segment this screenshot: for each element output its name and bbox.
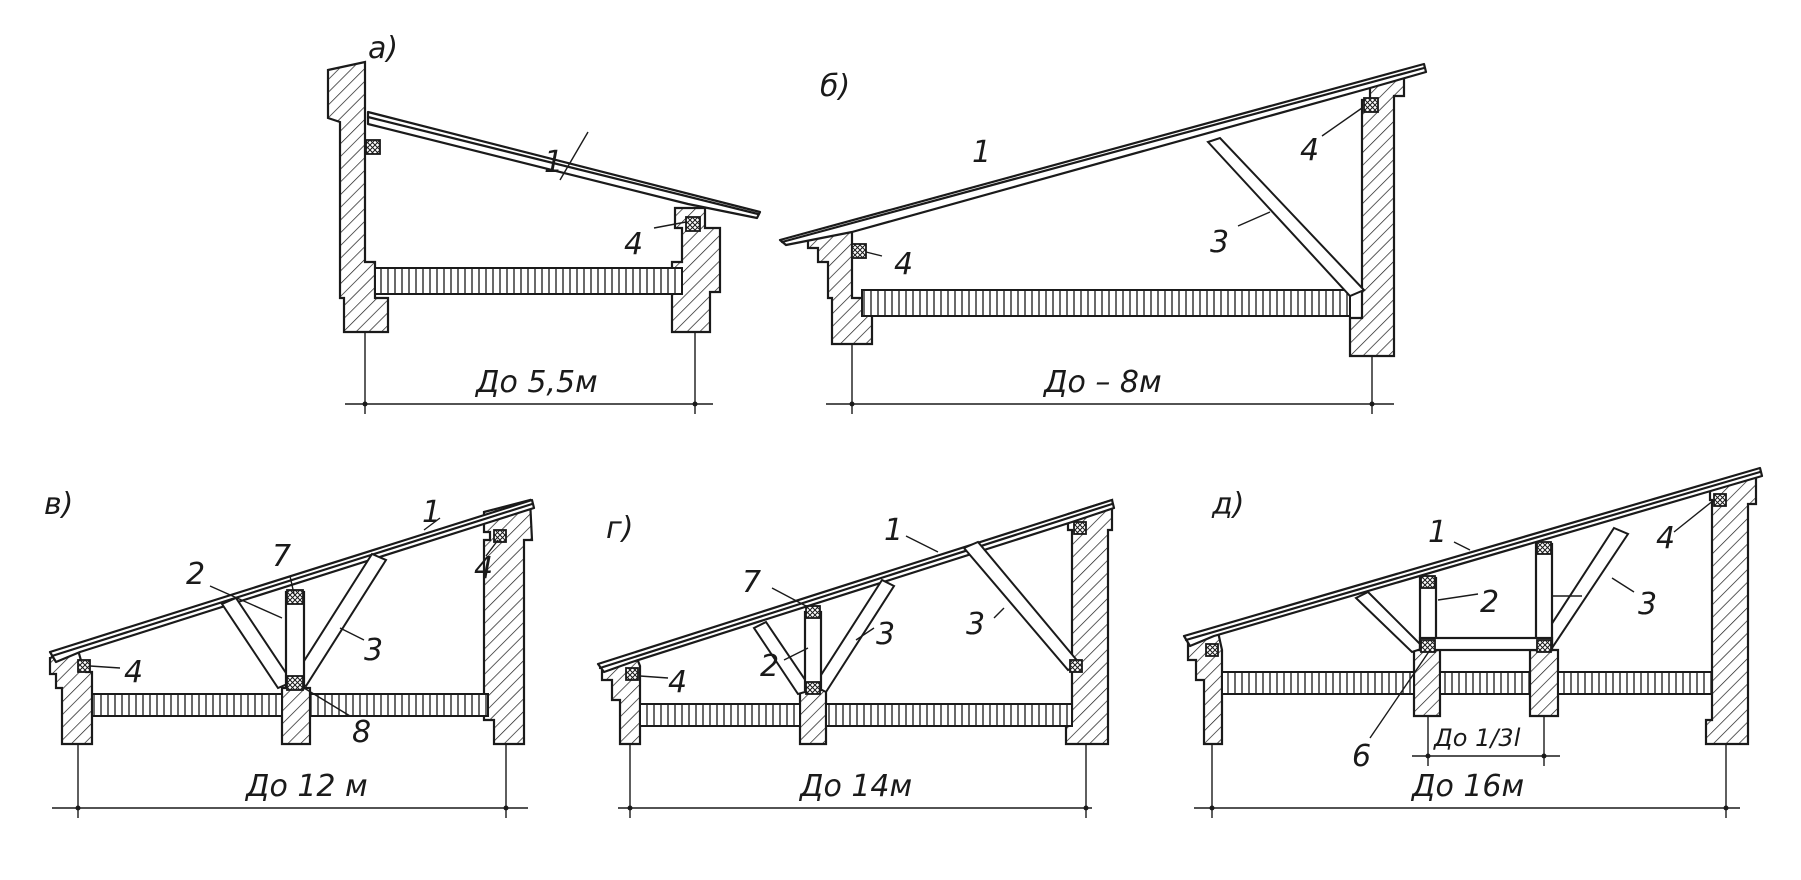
panel-d-label-1: 1 [1428,515,1447,550]
panel-v-wallplate-right [493,529,507,543]
panel-a-label-1: 1 [544,145,563,180]
panel-v-right-wall [482,498,534,746]
panel-v-label-4-left: 4 [124,655,143,690]
panel-d-strut-right [1538,526,1630,650]
panel-g-node-7 [805,605,821,619]
panel-g-wallplate-right [1073,521,1087,535]
panel-g-node-bottom [805,681,821,695]
panel-g-label-4: 4 [668,665,687,700]
panel-a-right-wall [670,206,722,334]
panel-v-middle-support [280,686,312,746]
panel-v-node-7 [286,589,304,605]
panel-v-label-4-right: 4 [474,551,493,586]
panel-a-wallplate-left [365,139,381,155]
panel-d-post-right [1534,542,1554,652]
panel-g-label-7: 7 [742,565,761,600]
panel-v-letter: в) [44,487,73,522]
panel-d-label-4: 4 [1656,521,1675,556]
panel-b-left-wall [806,220,874,346]
panel-b-letter: б) [820,69,850,104]
panel-b-label-1: 1 [972,135,991,170]
panel-d-node-left-top [1420,575,1436,589]
panel-d-tie-beam [1418,636,1554,652]
panel-d-wallplate-left [1205,643,1219,657]
panel-g-span-dimension: До 14м [798,769,912,804]
panel-d-span-dimension: До 16м [1410,769,1524,804]
panel-b-label-4-right: 4 [1300,133,1319,168]
panel-g-label-1: 1 [884,513,903,548]
panel-d-node-right-top [1536,541,1552,555]
panel-v-label-7: 7 [272,539,291,574]
panel-v-label-2: 2 [186,557,205,592]
panel-g-letter: г) [606,511,633,546]
panel-v-label-8: 8 [352,715,371,750]
panel-g-wallplate-left [625,667,639,681]
panel-g-middle-support [798,686,828,746]
panel-v-post [284,590,306,688]
panel-d-strut-left [1354,590,1426,654]
panel-g-label-3-right: 3 [966,607,985,642]
panel-d: д) 1 2 3 4 6 До 1/3l До 16м [1182,466,1764,818]
panel-d-letter: д) [1211,487,1244,522]
panel-g-floor-slab-left [639,703,801,727]
panel-g-label-3-mid: 3 [876,617,895,652]
panel-b-wallplate-right [1363,97,1379,113]
panel-d-wallplate-right [1713,493,1727,507]
panel-b-label-3: 3 [1210,225,1229,260]
panel-b-label-4-left: 4 [894,247,913,282]
panel-g: г) 1 7 3 2 3 4 До 14м [596,498,1116,818]
panel-d-node-right-bottom [1536,639,1552,653]
panel-a-label-4: 4 [624,227,643,262]
panel-d-floor-slab-left [1221,671,1415,695]
panel-d-right-wall [1704,470,1758,746]
panel-v-label-1: 1 [422,495,441,530]
panel-v: в) 1 2 7 4 3 4 8 До 12 м [44,487,536,818]
panel-a-span-dimension: До 5,5м [474,365,598,400]
panel-g-floor-slab-right [825,703,1073,727]
panel-b: б) 1 4 3 4 До – 8м [778,62,1428,414]
panel-v-floor-slab-left [91,693,283,717]
panel-v-wallplate-left [77,659,91,673]
panel-d-support-left [1412,648,1442,718]
panel-g-label-2: 2 [760,649,779,684]
panel-g-post [803,610,823,692]
panel-v-strut-right [290,552,388,688]
panel-d-label-3: 3 [1638,587,1657,622]
panel-b-strut [1206,136,1366,298]
panel-d-label-6: 6 [1352,739,1371,774]
panel-v-node-8 [286,675,304,691]
panel-g-strut-mid [812,578,896,694]
panel-g-strut-foot [1069,659,1083,673]
panel-g-strut-right [962,540,1082,672]
panel-v-span-dimension: До 12 м [244,769,368,804]
panel-a-letter: а) [368,31,398,66]
panel-d-sub-span-dimension: До 1/3l [1433,724,1521,752]
panel-d-node-left-bottom [1420,639,1436,653]
panel-b-wallplate-left [851,243,867,259]
panel-b-span-dimension: До – 8м [1042,365,1162,400]
panel-a-floor-slab [374,267,683,295]
panel-a: а) 1 4 До 5,5м [326,31,762,414]
panel-d-left-wall [1186,630,1224,746]
panel-b-floor-slab [861,289,1351,317]
panel-v-strut-left [220,596,294,690]
panel-d-label-2: 2 [1480,585,1499,620]
panel-v-floor-slab-right [309,693,489,717]
panel-v-label-3: 3 [364,633,383,668]
panel-d-support-right [1528,648,1560,718]
panel-b-right-wall [1348,68,1406,358]
panel-d-floor-slab-mid [1439,671,1531,695]
panel-g-right-wall [1064,498,1114,746]
panel-a-left-wall [326,60,390,334]
panel-d-floor-slab-right [1557,671,1713,695]
panel-a-wallplate-right [685,216,701,232]
